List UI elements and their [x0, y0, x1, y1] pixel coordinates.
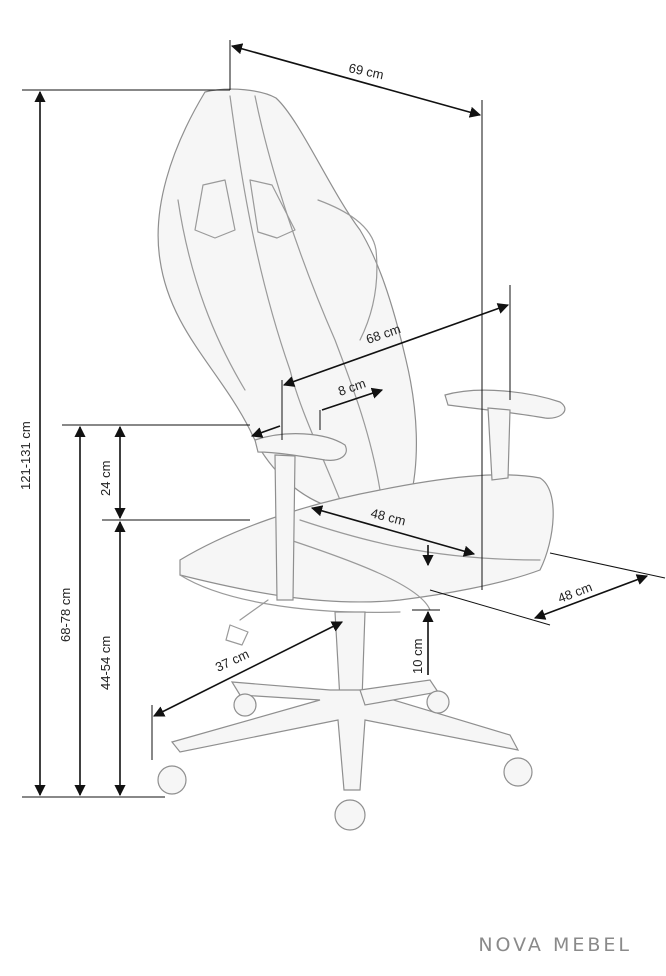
chair-belt-slot [194, 179, 236, 239]
label-armrest-floor-height: 68-78 cm [58, 588, 73, 642]
label-seat-depth: 48 cm [556, 579, 594, 606]
chair-backrest-stripe [177, 199, 246, 391]
ext-line [429, 589, 551, 626]
base-radius-dimension [152, 621, 344, 717]
seat-depth-dimension [533, 574, 649, 620]
backrest-width-dimension [282, 303, 510, 387]
chair-caster [233, 693, 257, 717]
label-seat-height: 44-54 cm [98, 636, 113, 690]
lumbar-dimension [321, 387, 384, 411]
chair-base [170, 681, 520, 791]
dimension-lines [22, 40, 666, 798]
chair-caster [426, 690, 450, 714]
label-width-total: 69 cm [347, 60, 385, 82]
label-armrest-height: 24 cm [98, 461, 113, 496]
chair-caster [503, 757, 533, 787]
width-total-dimension [230, 43, 482, 118]
label-seat-adjust: 10 cm [410, 639, 425, 674]
ext-line [549, 552, 666, 579]
seat-width-dimension [310, 505, 476, 557]
chair-backrest [157, 88, 417, 511]
chair-illustration [157, 88, 566, 831]
chair-armrest-left [254, 433, 347, 461]
label-height-total: 121-131 cm [18, 421, 33, 490]
lumbar-dimension-arrow [250, 425, 281, 438]
chair-seat [179, 474, 554, 603]
chair-caster [334, 799, 366, 831]
chair-gas-lift [334, 611, 366, 701]
chair-armrest-post-left [274, 454, 296, 601]
brand-logo-text: NOVA MEBEL [478, 934, 632, 956]
chair-lever [225, 599, 269, 646]
chair-belt-slot [249, 179, 296, 239]
chair-caster [157, 765, 187, 795]
chair-armrest-post-right [487, 407, 511, 481]
